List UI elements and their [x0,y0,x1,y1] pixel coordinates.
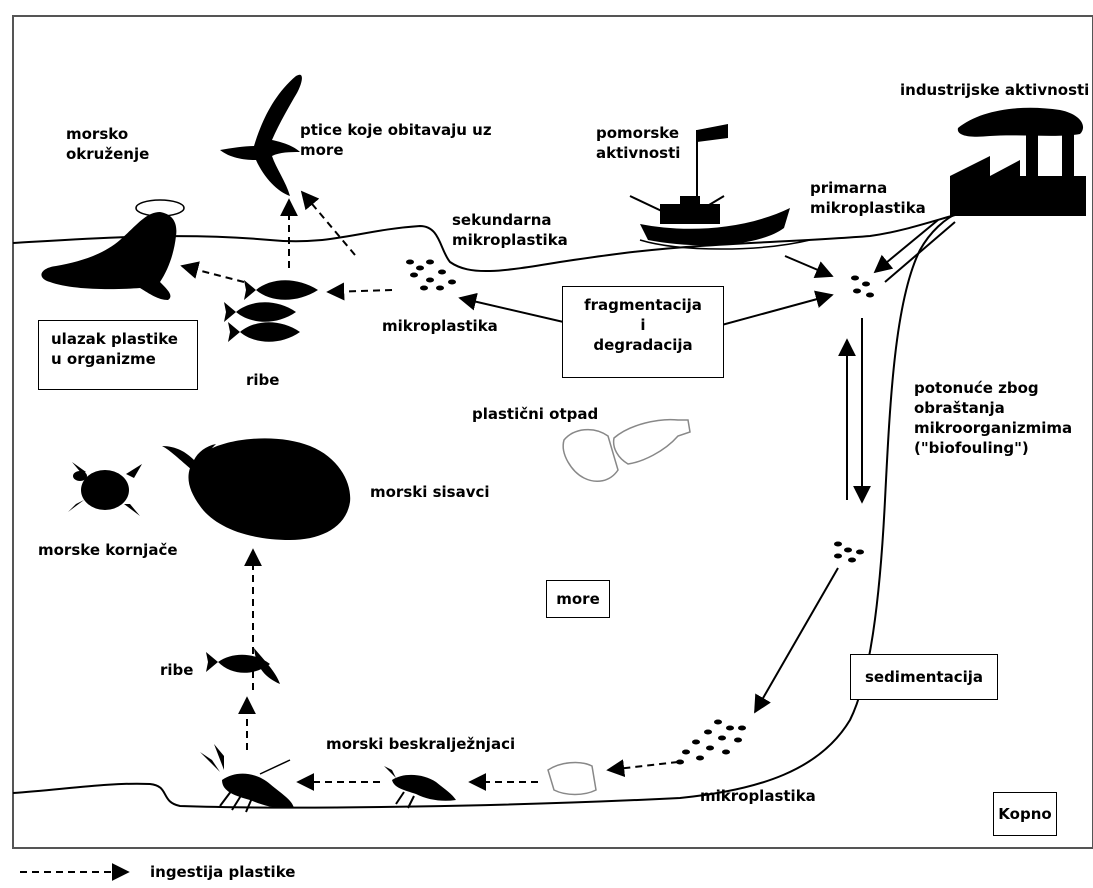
sea-surface-line [12,214,956,273]
sea-floor-line [12,211,961,809]
lobster-icon [200,744,294,813]
bird-icon [220,74,302,196]
microplastic-cluster-top-left [406,259,456,291]
dashed-arrow-mp-to-fish [326,282,393,301]
microplastic-cluster-bottom [676,719,746,765]
dashed-arrow-mp-to-bird [300,190,356,256]
label-fish-bottom: ribe [160,661,194,679]
box-sedimentation: sedimentacija [850,654,998,700]
label-seabirds: ptice koje obitavaju uz more [300,121,492,159]
label-marine-invertebrates: morski beskralježnjaci [326,735,516,753]
box-plastic-entry-organisms: ulazak plastike u organizme [38,320,198,390]
box-land: Kopno [993,792,1057,836]
box-fragmentation-degradation: fragmentacija i degradacija [562,286,724,378]
label-sinking-biofouling: potonuće zbog obraštanja mikroorganizmim… [914,379,1073,457]
diagram-frame [12,15,1093,849]
plastic-fragment-bottom-icon [547,761,597,796]
sea-turtle-icon [68,462,142,516]
label-maritime-activities: pomorske aktivnosti [596,124,681,162]
microplastic-cluster-mid [834,541,864,563]
whale-icon [162,438,351,540]
label-fish-top: ribe [246,371,280,389]
label-industrial-activities: industrijske aktivnosti [900,81,1090,99]
arrow-ship-to-microplastic [784,255,834,278]
dashed-arrow-mp-to-plastic [606,759,679,778]
fish-school-top-icon [224,280,318,342]
seal-icon [41,199,185,300]
arrow-industry-to-microplastic-2 [884,221,956,283]
label-sea-turtles: morske kornjače [38,541,178,559]
arrow-industry-to-microplastic-1 [873,219,939,274]
label-microplastic-bottom: mikroplastika [700,787,816,805]
label-marine-environment: morsko okruženje [66,125,150,163]
ship-icon [629,124,811,250]
arrow-sedimentation [754,567,839,714]
microplastic-cluster-top-right [851,275,874,298]
dashed-arrow-fish-to-seal [180,261,245,283]
label-primary-microplastic: primarna mikroplastika [810,179,926,217]
fish-pair-bottom-icon [206,648,280,684]
legend-ingestion-label: ingestija plastike [150,863,296,881]
label-marine-mammals: morski sisavci [370,483,490,501]
label-secondary-microplastic: sekundarna mikroplastika [452,211,568,249]
label-microplastic-top: mikroplastika [382,317,498,335]
factory-icon [950,107,1086,216]
shrimp-icon [384,766,456,809]
box-sea: more [546,580,610,618]
label-plastic-waste: plastični otpad [472,405,599,423]
plastic-waste-icon [562,418,691,483]
